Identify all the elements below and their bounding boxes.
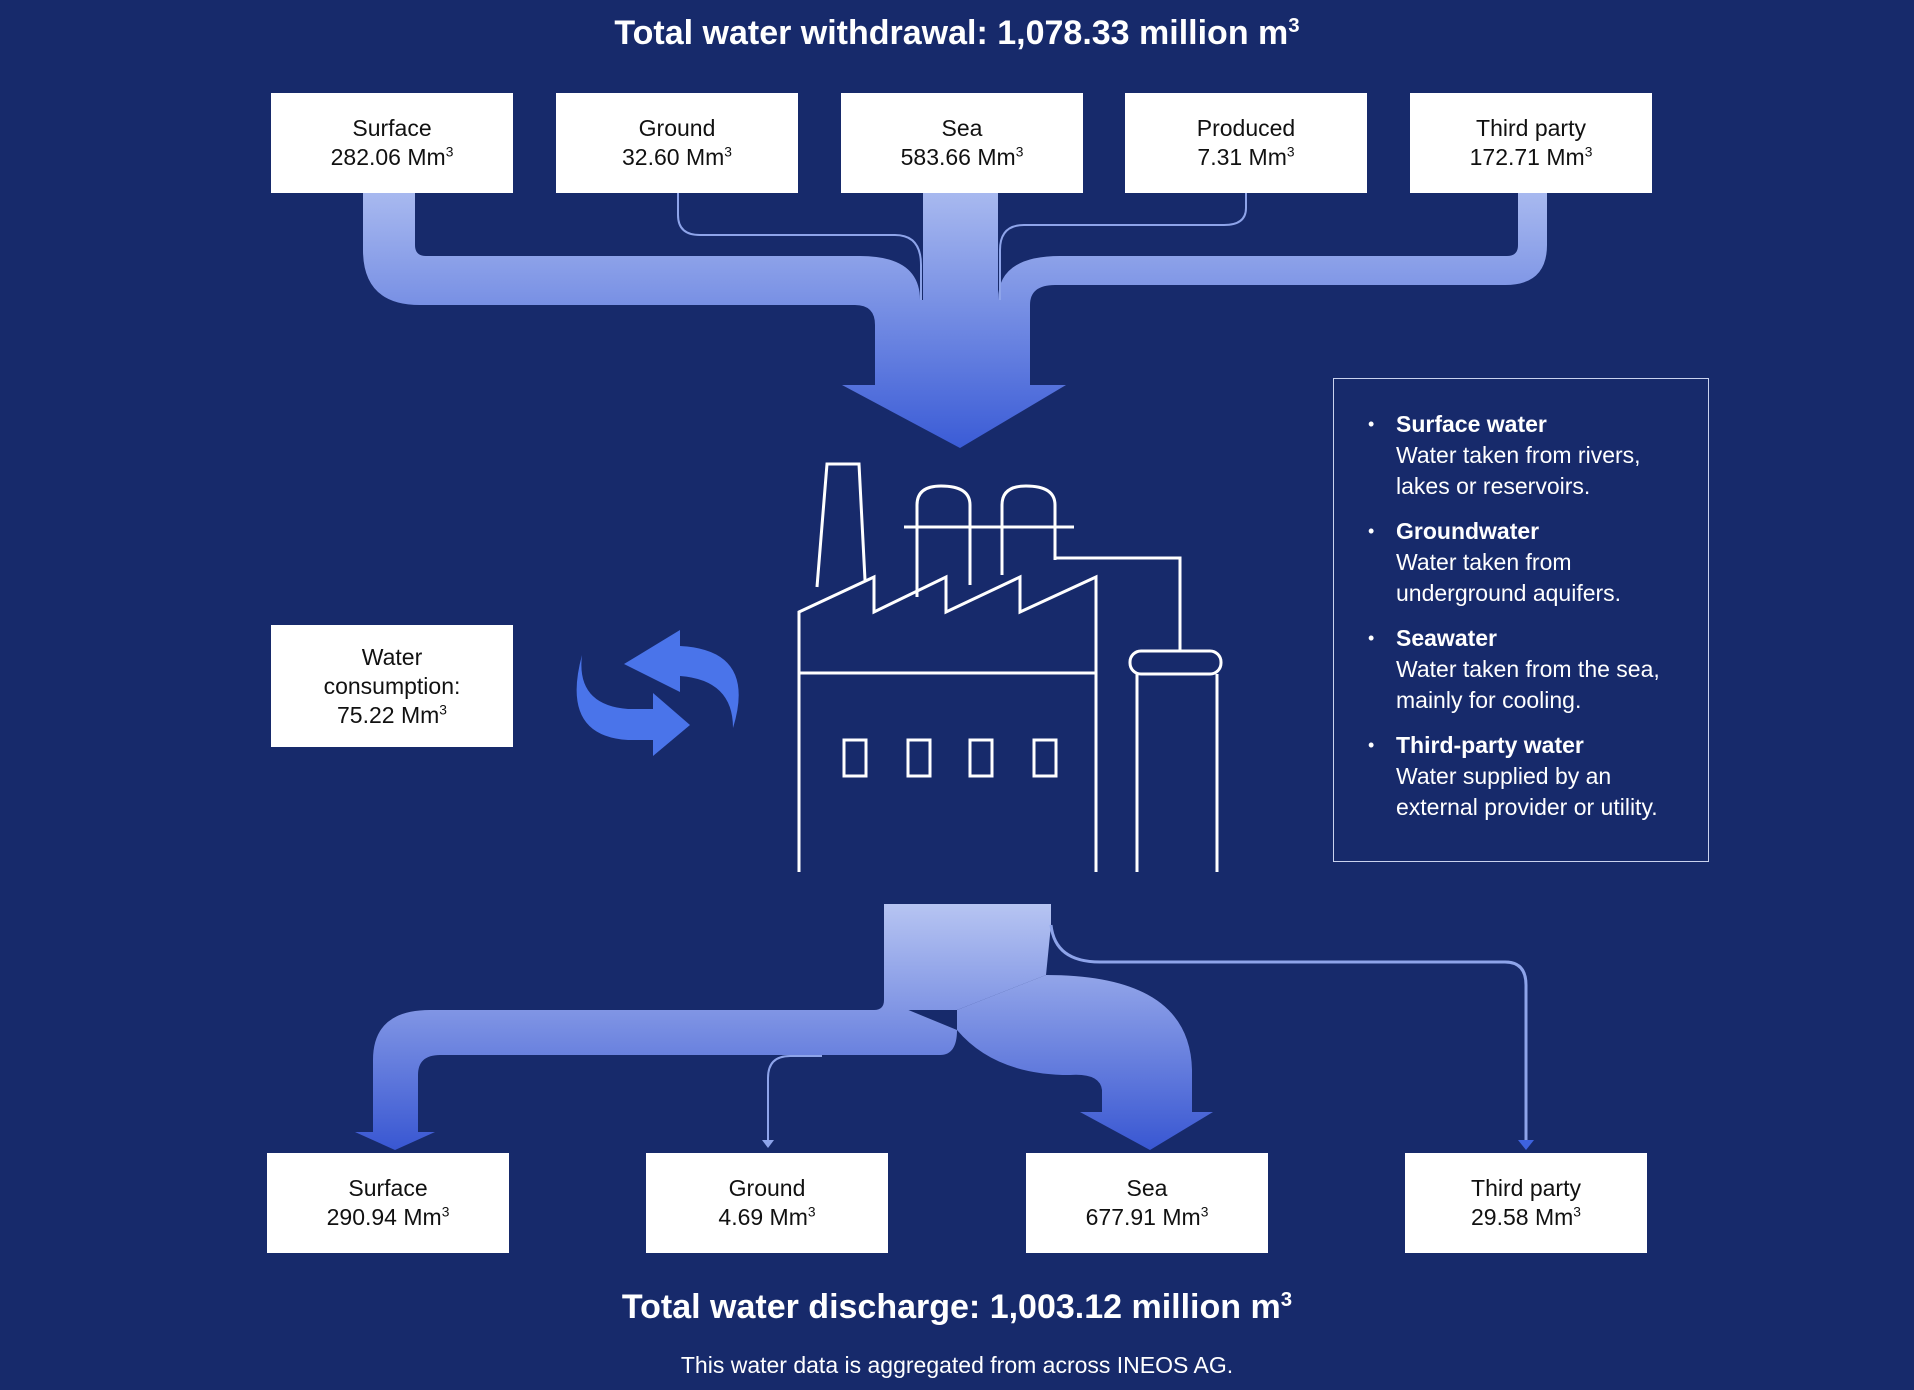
legend-item-surface-water: • Surface water Water taken from rivers,… — [1368, 409, 1688, 502]
source-box-ground: Ground 32.60 Mm3 — [556, 93, 798, 193]
consumption-value: 75.22 Mm3 — [337, 701, 447, 728]
legend-item-groundwater: • Groundwater Water taken from undergrou… — [1368, 516, 1688, 609]
source-name: Ground — [638, 115, 716, 141]
source-name: Produced — [1196, 115, 1296, 141]
bullet-icon: • — [1368, 628, 1375, 648]
factory-icon — [797, 462, 1223, 872]
flow-ground-out-arrowhead — [762, 1140, 774, 1148]
source-name: Surface — [352, 115, 432, 141]
flow-ground-in — [677, 193, 922, 300]
destination-box-surface: Surface 290.94 Mm3 — [267, 1153, 509, 1253]
withdrawal-flows — [363, 193, 1547, 448]
legend-item-seawater: • Seawater Water taken from the sea, mai… — [1368, 623, 1688, 716]
legend-item-desc: Water taken from the sea, mainly for coo… — [1396, 656, 1660, 713]
flow-produced-in — [999, 193, 1247, 300]
destination-name: Sea — [1126, 1175, 1168, 1201]
source-box-sea: Sea 583.66 Mm3 — [841, 93, 1083, 193]
flow-discharge-trunk — [884, 904, 1051, 1010]
destination-value: 677.91 Mm3 — [1085, 1204, 1209, 1230]
legend-item-desc: Water taken from underground aquifers. — [1396, 549, 1622, 606]
legend-item-desc: Water supplied by an external provider o… — [1396, 763, 1658, 820]
flow-sea-out — [957, 975, 1213, 1150]
bullet-icon: • — [1368, 521, 1375, 541]
discharge-title: Total water discharge: 1,003.12 million … — [621, 1288, 1293, 1326]
source-box-surface: Surface 282.06 Mm3 — [271, 93, 513, 193]
source-value: 583.66 Mm3 — [900, 144, 1024, 170]
consumption-label-line1: Water — [361, 643, 423, 670]
footnote: This water data is aggregated from acros… — [680, 1352, 1234, 1378]
source-value: 7.31 Mm3 — [1197, 144, 1295, 170]
flow-thirdparty-in — [998, 193, 1547, 350]
recycle-arrows-icon — [576, 630, 739, 756]
source-box-produced: Produced 7.31 Mm3 — [1125, 93, 1367, 193]
discharge-flows — [355, 904, 1534, 1150]
destination-box-third-party: Third party 29.58 Mm3 — [1405, 1153, 1647, 1253]
source-name: Sea — [941, 115, 983, 141]
source-value: 282.06 Mm3 — [330, 144, 454, 170]
destination-name: Surface — [348, 1175, 428, 1201]
source-name: Third party — [1476, 115, 1586, 141]
destination-name: Third party — [1471, 1175, 1581, 1201]
withdrawal-title: Total water withdrawal: 1,078.33 million… — [614, 14, 1300, 52]
bullet-icon: • — [1368, 735, 1375, 755]
flow-surface-out — [355, 1000, 957, 1150]
legend-item-title: Seawater — [1396, 625, 1498, 651]
flow-surface-in — [363, 193, 920, 350]
bullet-icon: • — [1368, 414, 1375, 434]
destination-box-sea: Sea 677.91 Mm3 — [1026, 1153, 1268, 1253]
destination-box-ground: Ground 4.69 Mm3 — [646, 1153, 888, 1253]
legend-item-title: Third-party water — [1396, 732, 1584, 758]
legend-list: • Surface water Water taken from rivers,… — [1368, 409, 1688, 823]
legend-item-title: Surface water — [1396, 411, 1547, 437]
legend-item-third-party-water: • Third-party water Water supplied by an… — [1368, 730, 1688, 823]
source-box-third-party: Third party 172.71 Mm3 — [1410, 93, 1652, 193]
destination-name: Ground — [728, 1175, 806, 1201]
source-value: 172.71 Mm3 — [1469, 144, 1593, 170]
source-value: 32.60 Mm3 — [622, 144, 732, 170]
destination-value: 290.94 Mm3 — [326, 1204, 450, 1230]
legend-item-desc: Water taken from rivers, lakes or reserv… — [1396, 442, 1641, 499]
flow-ground-out — [767, 1055, 822, 1140]
water-type-legend: • Surface water Water taken from rivers,… — [1333, 378, 1709, 862]
consumption-box: Water consumption: 75.22 Mm3 — [271, 625, 513, 747]
consumption-label-line2: consumption: — [323, 672, 461, 699]
destination-value: 29.58 Mm3 — [1471, 1204, 1581, 1230]
flow-thirdparty-out-arrowhead — [1518, 1140, 1534, 1150]
flow-thirdparty-out — [1049, 924, 1528, 1140]
flow-sea-in — [842, 193, 1066, 448]
legend-item-title: Groundwater — [1396, 518, 1540, 544]
destination-value: 4.69 Mm3 — [718, 1204, 816, 1230]
